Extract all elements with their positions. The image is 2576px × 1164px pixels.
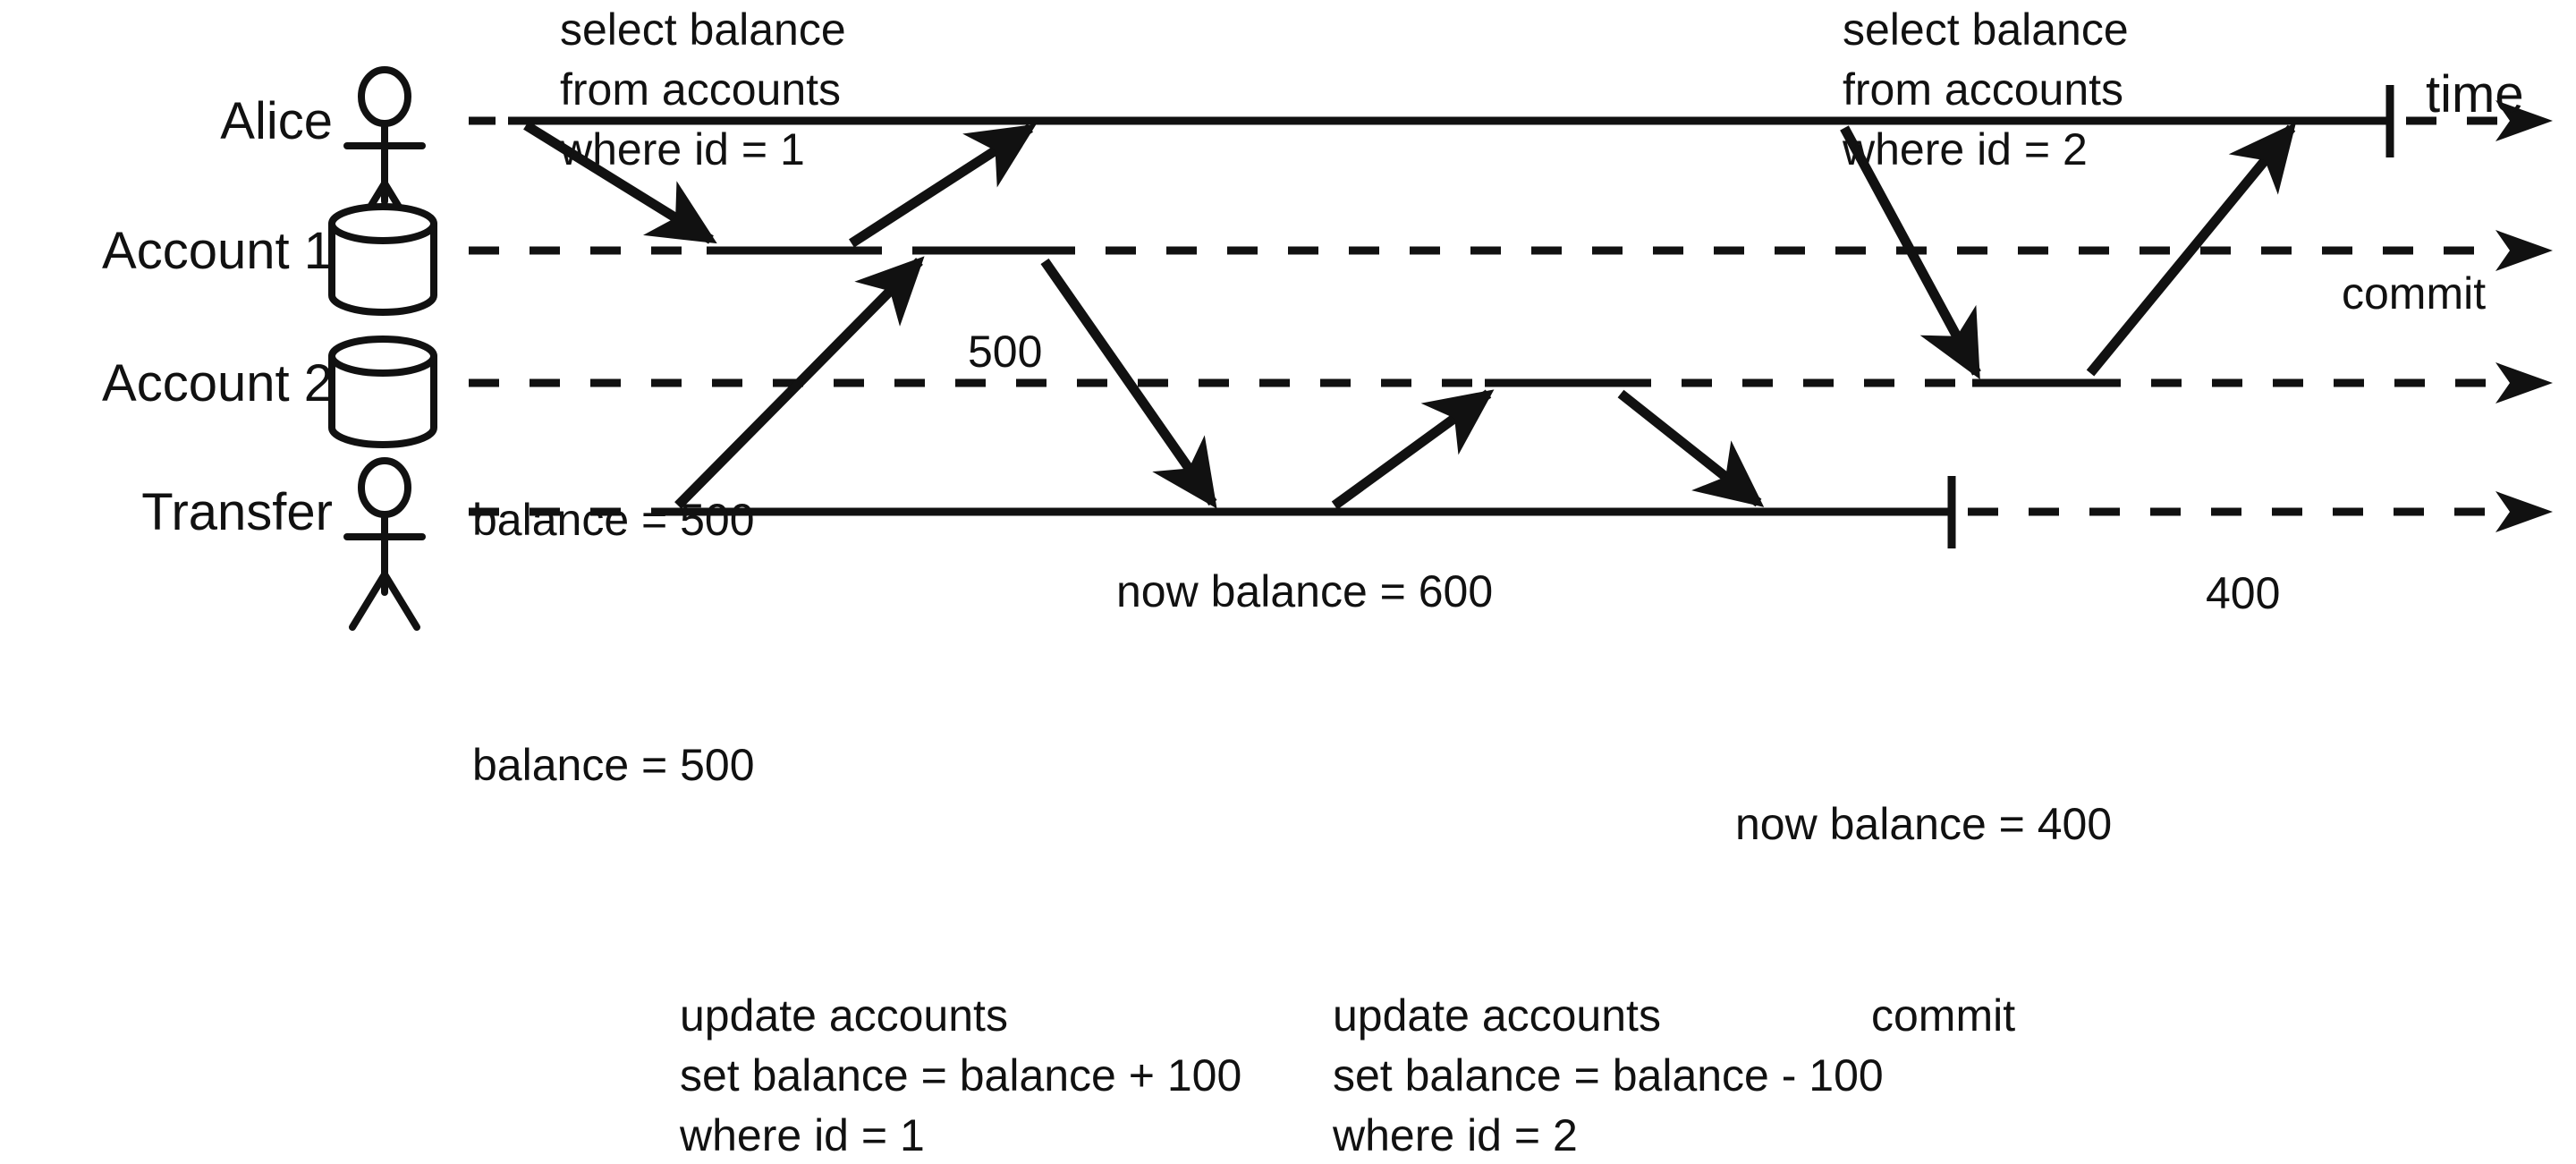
svg-text:where id = 1: where id = 1	[559, 124, 805, 174]
lifeline-account2	[469, 362, 2553, 404]
lane-label-account2: Account 2	[102, 354, 333, 412]
svg-text:from accounts: from accounts	[1843, 64, 2123, 115]
svg-text:where id = 1: where id = 1	[679, 1110, 925, 1160]
balance-label-account2: balance = 500	[472, 740, 755, 790]
lane-label-transfer: Transfer	[141, 483, 333, 541]
note-now-balance-600: now balance = 600	[1116, 566, 1493, 616]
time-arrowhead-icon	[2496, 362, 2553, 404]
message-alice-to-account2-select	[1840, 125, 1981, 379]
svg-text:set balance = balance + 100: set balance = balance + 100	[680, 1050, 1241, 1100]
note-select-account2: select balance from accounts where id = …	[1842, 4, 2129, 174]
commit-label-transfer: commit	[1871, 990, 2015, 1041]
note-update-account2: update accounts set balance = balance - …	[1332, 990, 1884, 1160]
message-account2-to-alice-return	[2086, 122, 2297, 377]
note-now-balance-400: now balance = 400	[1735, 799, 2112, 849]
svg-text:set balance = balance - 100: set balance = balance - 100	[1333, 1050, 1884, 1100]
stick-figure-icon	[343, 457, 426, 631]
lane-label-alice: Alice	[220, 92, 333, 150]
database-cylinder-icon	[328, 336, 437, 448]
svg-text:where id = 2: where id = 2	[1332, 1110, 1578, 1160]
svg-text:where id = 2: where id = 2	[1842, 124, 2088, 174]
lifeline-alice	[469, 85, 2553, 157]
balance-label-account1: balance = 500	[472, 495, 755, 545]
message-account2-to-transfer-return	[1617, 389, 1765, 507]
database-cylinder-icon	[328, 203, 437, 316]
message-transfer-to-account1-update	[674, 256, 925, 509]
message-alice-to-account1-select	[523, 121, 717, 244]
commit-label-alice: commit	[2342, 268, 2486, 319]
lifeline-account1	[469, 230, 2553, 271]
svg-text:from accounts: from accounts	[560, 64, 841, 115]
message-account1-to-transfer-return	[1040, 258, 1217, 509]
time-arrowhead-icon	[2496, 100, 2553, 141]
return-value-400: 400	[2206, 568, 2280, 618]
return-value-500: 500	[968, 327, 1042, 377]
svg-text:select balance: select balance	[1843, 4, 2129, 55]
lane-label-account1: Account 1	[102, 222, 333, 280]
svg-text:select balance: select balance	[560, 4, 846, 55]
note-update-account1: update accounts set balance = balance + …	[679, 990, 1241, 1160]
time-arrowhead-icon	[2496, 491, 2553, 532]
lifeline-transfer	[469, 476, 2553, 548]
svg-text:update accounts: update accounts	[680, 990, 1008, 1041]
time-axis-label: time	[2426, 65, 2524, 123]
message-transfer-to-account2-update	[1331, 389, 1495, 510]
message-account1-to-alice-return	[849, 123, 1037, 248]
note-select-account1: select balance from accounts where id = …	[559, 4, 846, 174]
svg-text:update accounts: update accounts	[1333, 990, 1661, 1041]
time-arrowhead-icon	[2496, 230, 2553, 271]
